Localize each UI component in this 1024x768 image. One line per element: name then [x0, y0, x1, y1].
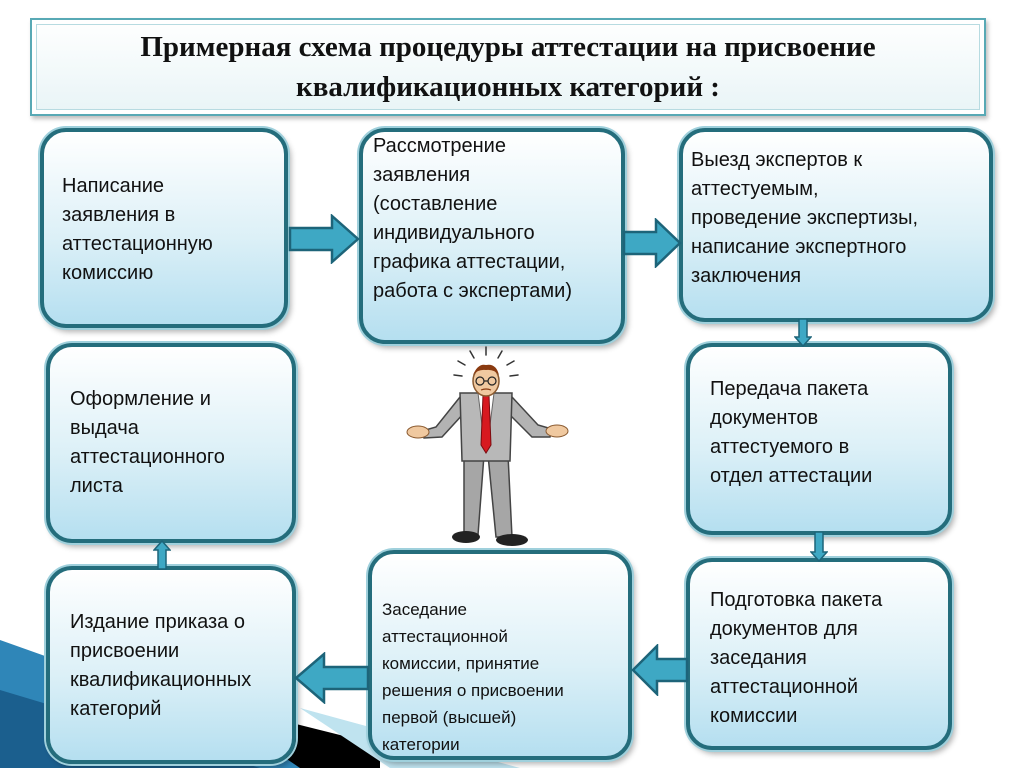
arrow-right-icon [288, 214, 360, 264]
step-text: Подготовка пакета документов для заседан… [710, 589, 883, 727]
step-text: Заседание аттестационной комиссии, приня… [382, 600, 564, 754]
step-text: Выезд экспертов к аттестуемым, проведени… [691, 149, 919, 287]
step-text: Издание приказа о присвоении квалификаци… [70, 611, 252, 720]
step-box-order-issue: Издание приказа о присвоении квалификаци… [46, 566, 296, 764]
step-box-expert-visit: Выезд экспертов к аттестуемым, проведени… [679, 128, 993, 322]
arrow-right-icon [622, 218, 682, 268]
arrow-left-icon [631, 644, 689, 696]
step-text: Рассмотрение заявления (составление инди… [373, 135, 573, 302]
step-text: Передача пакета документов аттестуемого … [710, 378, 873, 487]
arrow-down-icon [794, 319, 812, 347]
arrow-left-icon [294, 652, 370, 704]
step-box-commission-meeting: Заседание аттестационной комиссии, приня… [368, 550, 632, 760]
step-box-review: Рассмотрение заявления (составление инди… [359, 128, 625, 344]
step-box-application: Написание заявления в аттестационную ком… [40, 128, 288, 328]
arrow-down-icon [810, 532, 828, 562]
confused-man-icon [406, 346, 569, 546]
step-box-package-transfer: Передача пакета документов аттестуемого … [686, 343, 952, 535]
step-box-certificate-issue: Оформление и выдача аттестационного лист… [46, 343, 296, 543]
arrow-up-icon [153, 540, 171, 570]
step-box-package-preparation: Подготовка пакета документов для заседан… [686, 558, 952, 750]
step-text: Оформление и выдача аттестационного лист… [70, 388, 225, 497]
step-text: Написание заявления в аттестационную ком… [62, 175, 213, 284]
page-title: Примерная схема процедуры аттестации на … [30, 18, 986, 116]
